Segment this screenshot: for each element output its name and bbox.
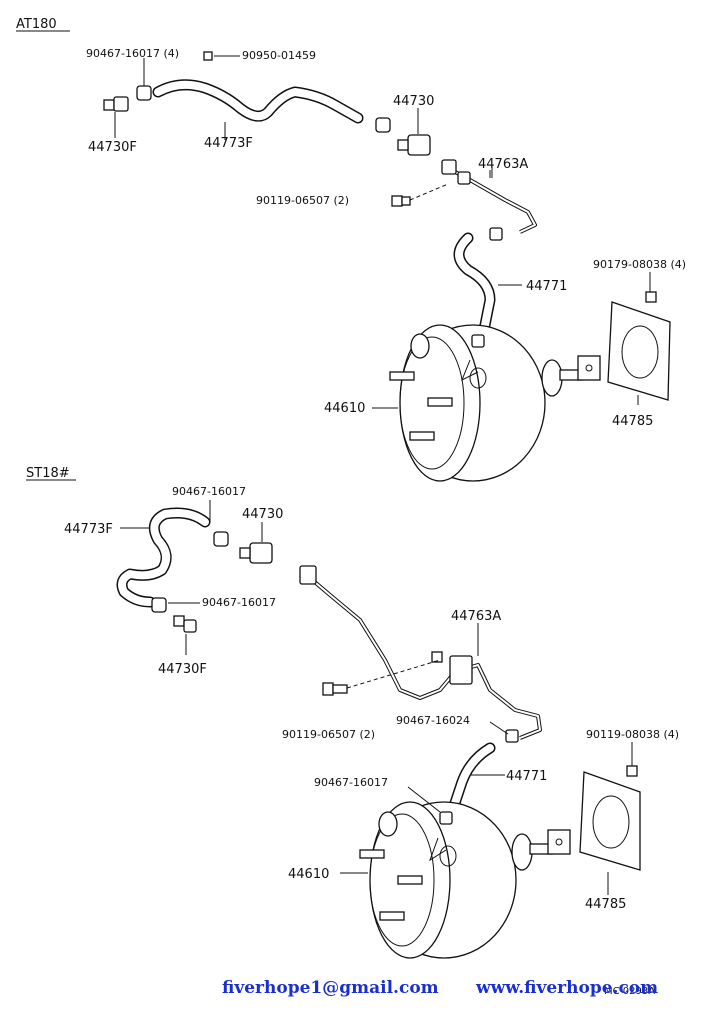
leader-bottom-p10 <box>407 786 441 813</box>
label-top-p8: 90179-08038 (4) <box>593 258 686 271</box>
pipe-44763A-top <box>441 159 537 241</box>
label-top-p7: 90119-06507 (2) <box>256 194 349 207</box>
watermark-site[interactable]: www.fiverhope.com <box>475 978 658 998</box>
brake-booster-44610-bottom <box>359 801 571 959</box>
watermark-email[interactable]: fiverhope1@gmail.com <box>222 978 439 998</box>
label-bottom-p10: 90467-16017 <box>314 776 388 789</box>
label-top-p4: 44730F <box>88 140 137 155</box>
label-top-p9: 44771 <box>526 279 567 294</box>
label-bottom-p8: 90467-16024 <box>396 714 470 727</box>
label-bottom-p13: 44785 <box>585 897 626 912</box>
label-bottom-p2: 44773F <box>64 522 113 537</box>
figure-code: MC 0293A <box>604 986 655 997</box>
hose-44773F-bottom <box>116 507 211 608</box>
clamp-bottom-2 <box>151 597 167 613</box>
label-top-p1: 90467-16017 (4) <box>86 47 179 60</box>
leader-bottom-p8 <box>489 721 509 735</box>
bolt-90119-bottom <box>322 659 441 696</box>
brake-booster-44610-top <box>389 324 601 482</box>
connector-44730F-top <box>103 96 129 138</box>
label-bottom-p11: 44771 <box>506 769 547 784</box>
label-top-p2: 90950-01459 <box>242 49 316 62</box>
label-bottom-p1: 90467-16017 <box>172 485 246 498</box>
hose-44771-top <box>453 232 496 336</box>
bolt-90119-top <box>391 183 449 207</box>
connector-44730F-bottom <box>173 615 197 655</box>
clamp-bottom-1 <box>213 531 229 547</box>
label-top-p5: 44773F <box>204 136 253 151</box>
clamp-top-right <box>375 117 391 133</box>
gasket-44785-top <box>607 291 671 401</box>
label-bottom-p7: 90119-06507 (2) <box>282 728 375 741</box>
label-bottom-p12: 44610 <box>288 867 329 882</box>
label-top-p6: 44763A <box>478 157 528 172</box>
label-top-p10: 44610 <box>324 401 365 416</box>
check-valve-44730-bottom <box>239 542 273 564</box>
section-label-at180: AT180 <box>16 17 57 32</box>
hose-44773F-top <box>152 79 364 124</box>
check-valve-44730-top <box>397 108 431 156</box>
label-top-p11: 44785 <box>612 414 653 429</box>
section-label-st18: ST18# <box>26 466 70 481</box>
gasket-44785-bottom <box>579 765 641 871</box>
label-top-p3: 44730 <box>393 94 434 109</box>
label-bottom-p9: 90119-08038 (4) <box>586 728 679 741</box>
pipe-44763A-bottom <box>299 565 542 743</box>
label-bottom-p3: 44730 <box>242 507 283 522</box>
label-bottom-p4: 90467-16017 <box>202 596 276 609</box>
bolt-90950-top <box>203 51 240 61</box>
label-bottom-p6: 44763A <box>451 609 501 624</box>
clamp-top-left <box>136 70 152 101</box>
label-bottom-p5: 44730F <box>158 662 207 677</box>
hose-44771-bottom <box>446 742 496 818</box>
